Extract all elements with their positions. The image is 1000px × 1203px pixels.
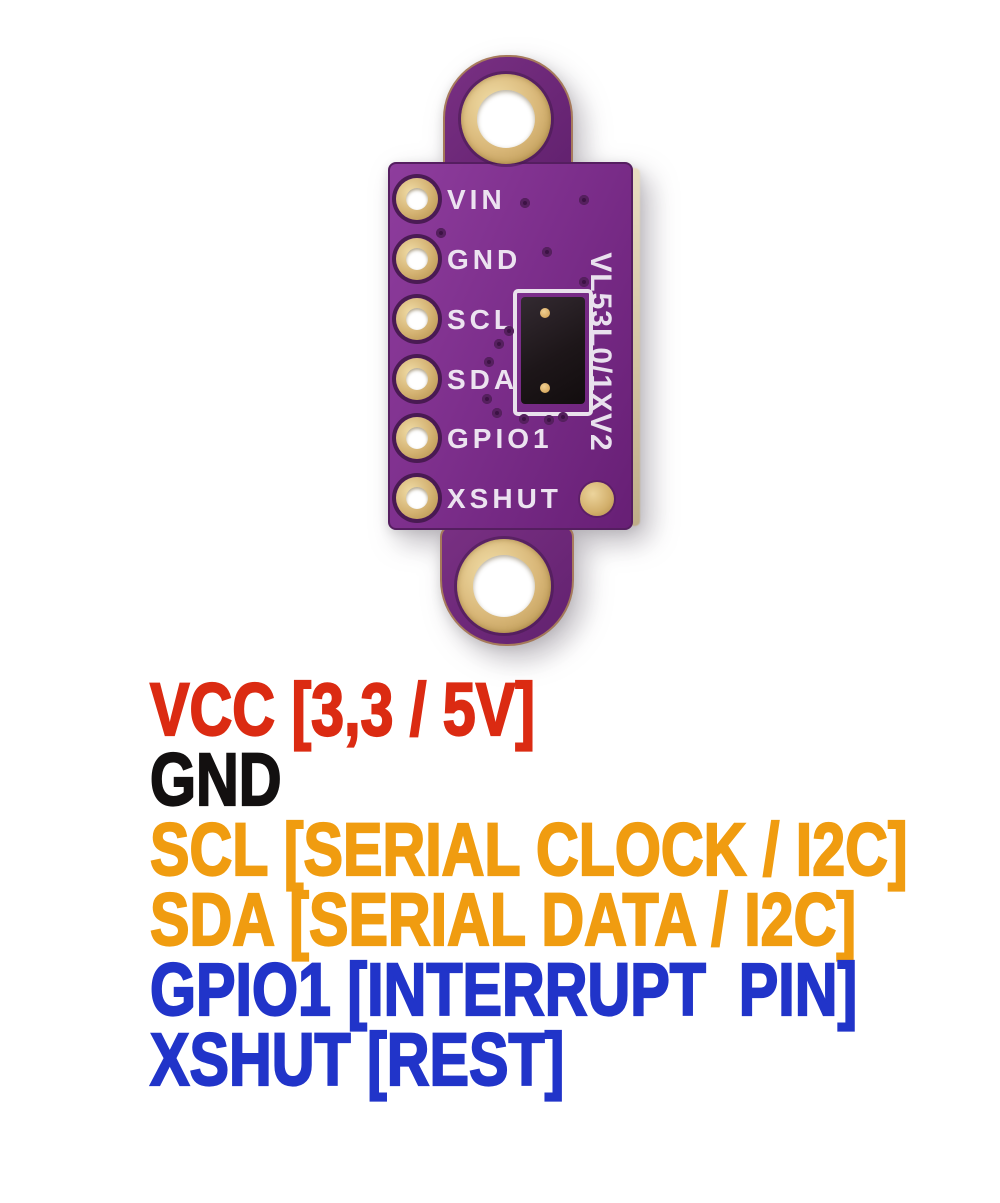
via: [520, 198, 530, 208]
pin-hole-gnd: [396, 238, 438, 280]
legend-item-xshut: XSHUT [REST]: [149, 1016, 565, 1101]
via: [494, 339, 504, 349]
legend-item-vcc: VCC [3,3 / 5V]: [149, 666, 536, 751]
pin-hole-vin: [396, 178, 438, 220]
pcb-edge-highlight: [629, 168, 640, 526]
legend-item-gnd: GND: [149, 736, 282, 821]
via: [544, 415, 554, 425]
pinout-legend: VCC [3,3 / 5V] GND SCL [SERIAL CLOCK / I…: [149, 666, 1000, 1101]
pin-label-scl: SCL: [447, 304, 515, 335]
via: [482, 394, 492, 404]
legend-item-sda: SDA [SERIAL DATA / I2C]: [149, 876, 857, 961]
mounting-hole-top-drill: [477, 90, 535, 148]
pin-label-xshut: XSHUT: [447, 483, 562, 514]
pin-hole-sda: [396, 358, 438, 400]
silkscreen-part-number: VL53L0/1XV2: [584, 252, 617, 452]
mounting-hole-bottom-drill: [473, 555, 535, 617]
pin-label-gpio1: GPIO1: [447, 423, 553, 454]
legend-item-gpio1: GPIO1 [INTERRUPT PIN]: [149, 946, 858, 1031]
via: [558, 412, 568, 422]
via: [519, 414, 529, 424]
chip-aperture-top: [540, 308, 550, 318]
pin-label-vin: VIN: [447, 184, 506, 215]
via: [436, 228, 446, 238]
gold-pad: [580, 482, 614, 516]
via: [579, 277, 589, 287]
via: [484, 357, 494, 367]
chip-aperture-bottom: [540, 383, 550, 393]
pin-hole-gpio1: [396, 417, 438, 459]
pin-hole-scl: [396, 298, 438, 340]
pin-hole-xshut: [396, 477, 438, 519]
via: [492, 408, 502, 418]
tof-sensor-chip: [521, 297, 585, 404]
via: [579, 195, 589, 205]
legend-item-scl: SCL [SERIAL CLOCK / I2C]: [149, 806, 908, 891]
sensor-breakout-board: VIN GND SCL SDA GPIO1 XSHUT VL53L0/1XV2: [388, 55, 640, 646]
via: [504, 326, 514, 336]
chip-silkscreen-outline: [513, 289, 593, 416]
pin-label-sda: SDA: [447, 364, 519, 395]
pin-label-gnd: GND: [447, 244, 522, 275]
via: [542, 247, 552, 257]
